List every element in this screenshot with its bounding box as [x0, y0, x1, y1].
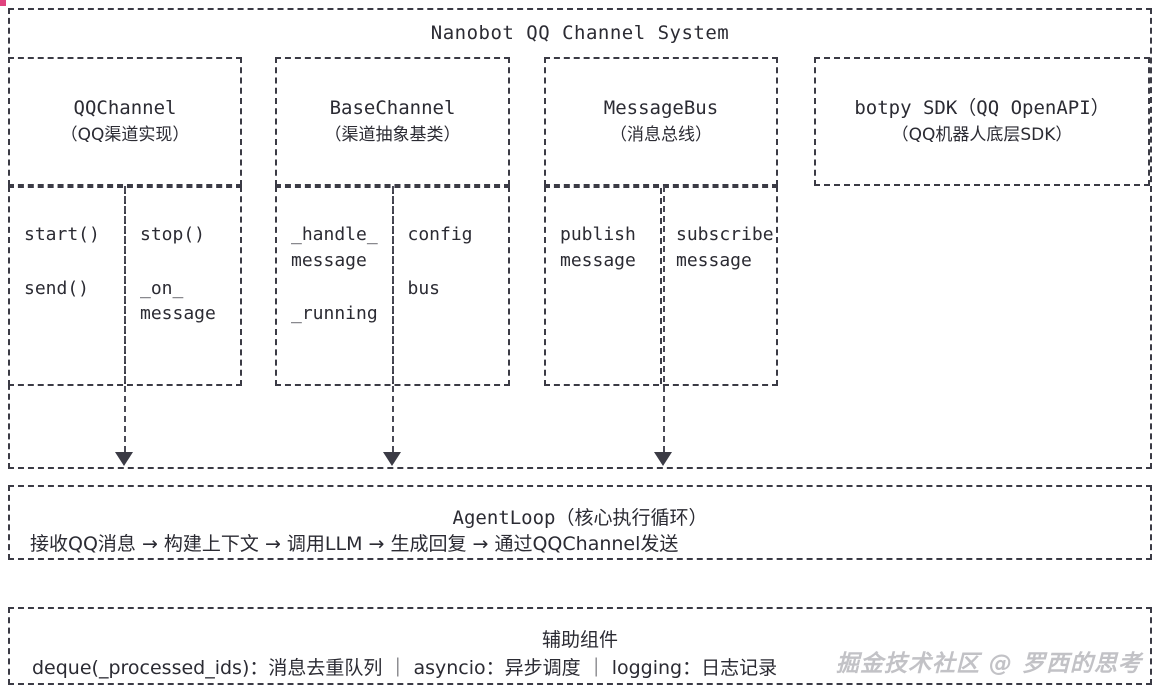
method-column-right: subscribe message [660, 188, 776, 384]
component-box-botpy-sdk[interactable]: botpy SDK（QQ OpenAPI） （QQ机器人底层SDK） [814, 57, 1150, 186]
method-item: _running [291, 303, 378, 325]
agentloop-flow: 接收QQ消息 → 构建上下文 → 调用LLM → 生成回复 → 通过QQChan… [30, 533, 679, 555]
connector-arrowhead-messagebus [654, 452, 672, 466]
component-box-basechannel[interactable]: BaseChannel （渠道抽象基类） [275, 57, 510, 186]
method-item: publish message [560, 224, 636, 271]
component-subtitle: （渠道抽象基类） [324, 124, 461, 145]
helpers-title: 辅助组件 [541, 629, 618, 651]
component-box-messagebus[interactable]: MessageBus （消息总线） [544, 57, 778, 186]
agentloop-title: AgentLoop（核心执行循环） [452, 507, 708, 529]
component-title: MessageBus [603, 97, 719, 120]
method-column-left: publish message [546, 188, 660, 384]
method-column-right: stop() _on_ message [124, 188, 240, 384]
system-title: Nanobot QQ Channel System [430, 22, 730, 44]
helpers-items: deque(_processed_ids)：消息去重队列 ｜ asyncio：异… [32, 657, 778, 679]
connector-line-messagebus [663, 186, 665, 452]
component-subtitle: （QQ渠道实现） [60, 124, 190, 145]
component-title: botpy SDK（QQ OpenAPI） [854, 97, 1110, 120]
corner-artifact [0, 0, 6, 6]
helpers-box[interactable]: 辅助组件 deque(_processed_ids)：消息去重队列 ｜ asyn… [8, 607, 1152, 685]
connector-line-basechannel [392, 186, 394, 452]
component-subtitle: （消息总线） [610, 124, 712, 145]
method-column-left: _handle_ message _running [277, 188, 392, 384]
agentloop-box[interactable]: AgentLoop（核心执行循环） 接收QQ消息 → 构建上下文 → 调用LLM… [8, 485, 1152, 560]
component-title: QQChannel [73, 97, 177, 120]
connector-line-qqchannel [124, 186, 126, 452]
method-item: stop() [140, 224, 206, 245]
method-item: _handle_ message [291, 224, 378, 271]
component-subtitle: （QQ机器人底层SDK） [891, 124, 1073, 145]
method-item: config [407, 224, 473, 245]
component-box-qqchannel[interactable]: QQChannel （QQ渠道实现） [8, 57, 242, 186]
method-item: start() [24, 224, 100, 245]
method-column-right: config bus [391, 188, 509, 384]
method-item: subscribe message [676, 224, 774, 271]
connector-arrowhead-qqchannel [115, 452, 133, 466]
method-box-messagebus: publish message subscribe message [544, 186, 778, 386]
method-item: _on_ message [140, 277, 216, 325]
component-title: BaseChannel [329, 97, 456, 120]
connector-arrowhead-basechannel [383, 452, 401, 466]
method-item: send() [24, 277, 90, 299]
method-item: bus [407, 277, 441, 299]
method-column-left: start() send() [10, 188, 124, 384]
watermark: 掘金技术社区 @ 罗西的思考 [836, 651, 1143, 677]
